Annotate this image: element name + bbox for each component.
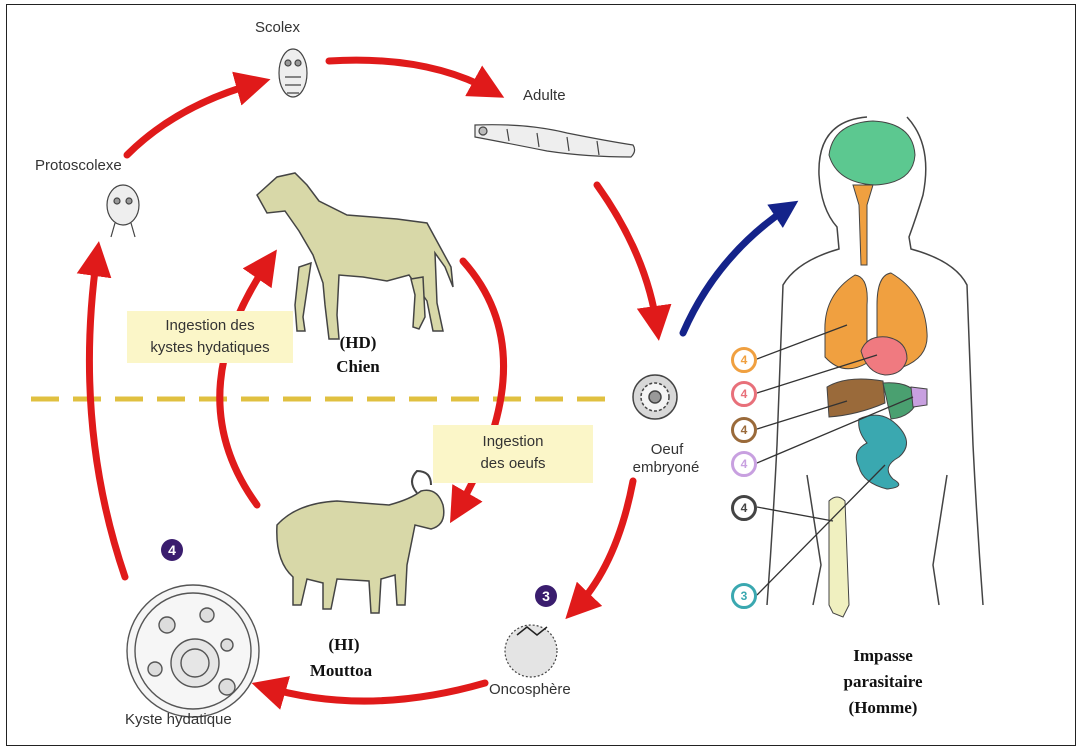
kyste-label: Kyste hydatique — [125, 711, 232, 728]
human-caption-line2: parasitaire — [813, 669, 953, 695]
note-oeufs-line1: Ingestion — [433, 431, 593, 453]
oncosphere-illustration — [505, 625, 557, 677]
throat-organ — [853, 185, 873, 265]
oeuf-label-line2: embryoné — [621, 459, 711, 476]
oeuf-label-line1: Oeuf — [637, 441, 697, 458]
sheep-name-label: Mouttoa — [291, 661, 391, 681]
organ-badge-6: 3 — [731, 583, 757, 609]
arrow-adulte-oeuf — [597, 185, 657, 327]
diagram-frame: Scolex Adulte Protoscolexe Oeuf embryoné… — [6, 4, 1076, 746]
dog-name-label: Chien — [323, 357, 393, 377]
arrow-kyste-protoscolexe — [89, 255, 125, 577]
sheep-illustration — [277, 471, 444, 613]
oncosphere-label: Oncosphère — [489, 681, 571, 698]
human-caption-line3: (Homme) — [813, 695, 953, 721]
organ-badge-1: 4 — [731, 347, 757, 373]
sheep-code-label: (HI) — [299, 635, 389, 655]
scolex-label: Scolex — [255, 19, 300, 36]
note-kystes-line2: kystes hydatiques — [127, 337, 293, 359]
spleen-organ — [911, 387, 927, 407]
organ-badge-2: 4 — [731, 381, 757, 407]
note-oeufs-line2: des oeufs — [433, 453, 593, 475]
note-kystes: Ingestion des kystes hydatiques — [127, 311, 293, 363]
arrow-sheep-to-dog — [220, 261, 269, 505]
stage-4-badge: 4 — [161, 539, 183, 561]
protoscolexe-illustration — [107, 185, 139, 237]
human-caption-line1: Impasse — [813, 643, 953, 669]
adulte-worm-illustration — [475, 125, 635, 157]
oeuf-illustration — [633, 375, 677, 419]
arrow-protoscolexe-scolex — [127, 83, 257, 155]
kyste-illustration — [127, 585, 259, 717]
organ-badge-3: 4 — [731, 417, 757, 443]
heart-organ — [861, 337, 907, 375]
brain-organ — [829, 121, 915, 185]
arrow-oeuf-oncosphere — [575, 481, 633, 609]
liver-organ — [827, 379, 885, 417]
adulte-label: Adulte — [523, 87, 566, 104]
note-oeufs: Ingestion des oeufs — [433, 425, 593, 483]
dog-code-label: (HD) — [323, 333, 393, 353]
life-cycle-artwork — [7, 5, 1077, 747]
organ-badge-4: 4 — [731, 451, 757, 477]
bone-organ — [829, 497, 849, 617]
human-caption: Impasse parasitaire (Homme) — [813, 643, 953, 721]
organ-badge-5: 4 — [731, 495, 757, 521]
scolex-illustration — [279, 49, 307, 97]
protoscolexe-label: Protoscolexe — [35, 157, 122, 174]
arrow-to-human — [683, 207, 789, 333]
intestine-organ — [856, 415, 906, 489]
arrow-scolex-adulte — [329, 60, 492, 91]
arrow-oncosphere-kyste — [265, 683, 485, 701]
note-kystes-line1: Ingestion des — [127, 315, 293, 337]
stage-3-badge: 3 — [535, 585, 557, 607]
